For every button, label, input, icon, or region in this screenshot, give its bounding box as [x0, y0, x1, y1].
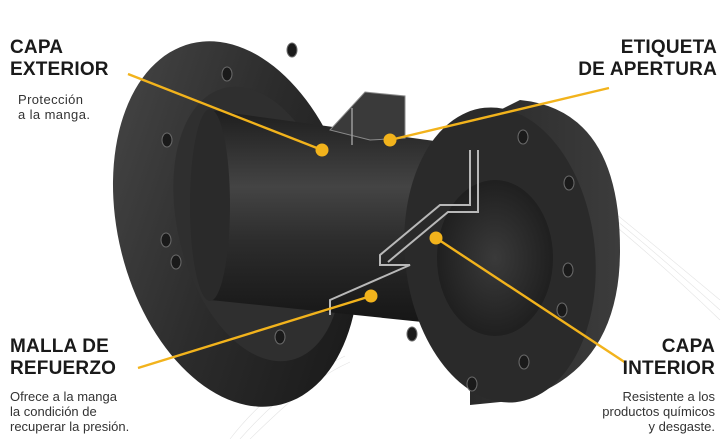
capa-interior-desc: Resistente a los productos químicos y de…: [602, 389, 715, 434]
malla-refuerzo-title: MALLA DE REFUERZO: [10, 336, 116, 380]
capa-exterior-title-2: EXTERIOR: [10, 59, 109, 80]
right-flange: [404, 100, 620, 405]
capa-interior-title: CAPA INTERIOR: [623, 336, 715, 380]
capa-interior-title-1: CAPA: [661, 336, 715, 357]
etiqueta-apertura-title-1: ETIQUETA: [620, 37, 717, 58]
capa-interior-title-2: INTERIOR: [622, 358, 715, 379]
malla-refuerzo-title-1: MALLA DE: [10, 336, 110, 357]
malla-refuerzo-desc-2: la condición de: [10, 404, 97, 419]
capa-exterior-desc: Protección a la manga.: [18, 92, 90, 122]
capa-interior-desc-2: productos químicos: [602, 404, 715, 419]
capa-exterior-desc-2: a la manga.: [18, 107, 91, 122]
capa-exterior-title-1: CAPA: [10, 37, 64, 58]
malla-refuerzo-desc-1: Ofrece a la manga: [10, 389, 117, 404]
etiqueta-apertura-title-2: DE APERTURA: [578, 59, 717, 80]
malla-refuerzo-desc-3: recuperar la presión.: [10, 419, 130, 434]
capa-interior-desc-3: y desgaste.: [648, 419, 716, 434]
malla-refuerzo-title-2: REFUERZO: [10, 358, 117, 379]
capa-exterior-title: CAPA EXTERIOR: [10, 37, 109, 81]
leader-lines: [127, 72, 627, 370]
leader-dots: [315, 133, 443, 303]
capa-exterior-desc-1: Protección: [18, 92, 84, 107]
flange-bolt-holes-right: [406, 129, 575, 392]
malla-refuerzo-desc: Ofrece a la manga la condición de recupe…: [10, 389, 129, 434]
etiqueta-apertura-title: ETIQUETA DE APERTURA: [578, 37, 717, 81]
capa-interior-desc-1: Resistente a los: [622, 389, 716, 404]
layer-cutaway: [329, 150, 479, 315]
opening-tab: [329, 91, 406, 145]
